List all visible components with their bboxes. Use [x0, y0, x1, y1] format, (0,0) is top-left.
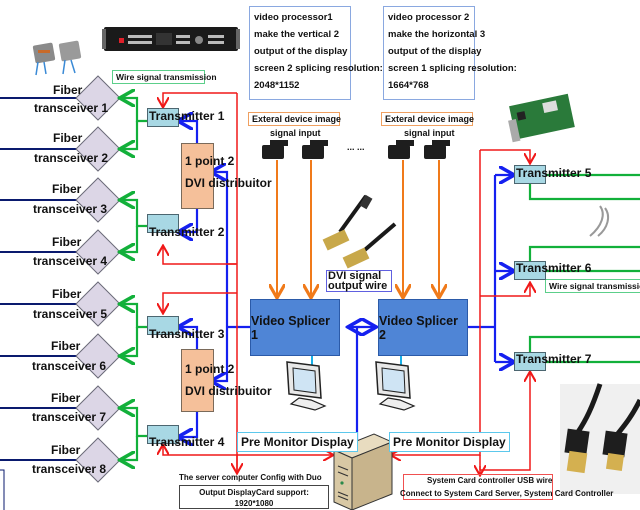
camera-orange-lines — [277, 160, 439, 296]
fiber-transceiver-4-bottom: transceiver 4 — [33, 254, 108, 268]
monitor-icon — [286, 361, 327, 411]
monitor-icons — [286, 361, 416, 411]
transmitter-6-box — [514, 261, 546, 280]
note-line: make the horizontal 3 — [388, 29, 486, 40]
note-line: output of the display — [388, 46, 482, 57]
fiber-transceiver-3-bottom: transceiver 3 — [33, 202, 108, 216]
distributor-line1: 1 point 2 — [185, 154, 235, 168]
external-input-label-line2: signal input — [404, 128, 455, 138]
fiber-transceiver-6-bottom: transceiver 6 — [32, 359, 107, 373]
dvi-distributor-2 — [181, 349, 214, 412]
fiber-transceiver-diamonds — [75, 75, 121, 483]
note-line: screen 2 splicing resolution: — [254, 63, 383, 74]
fiber-transceiver-1-bottom: transceiver 1 — [34, 101, 109, 115]
transmitter-2-label: Transmitter 2 — [149, 225, 225, 239]
video-splicer-1: Video Splicer 1 — [250, 299, 340, 356]
system-card-image — [508, 93, 575, 143]
video-processor-device-image — [102, 27, 240, 51]
monitor-icon — [375, 361, 416, 411]
fiber-transceiver-4-top: Fiber — [52, 235, 82, 249]
usb-red-lines — [163, 92, 530, 474]
note-line: video processor 2 — [388, 12, 470, 23]
partial-box — [0, 469, 5, 510]
transmitter-3-label: Transmitter 3 — [149, 327, 225, 341]
fiber-transceiver-8-top: Fiber — [51, 443, 81, 457]
transmitter-3-box — [147, 316, 179, 335]
transmitter-7-box — [514, 352, 546, 371]
fiber-transceiver-7-top: Fiber — [51, 391, 81, 405]
transmitter-5-label: Transmitter 5 — [516, 166, 592, 180]
wire-signal-label: Wire signal transmission — [112, 70, 217, 84]
transmitter-1-box — [147, 108, 179, 127]
camera-icons — [262, 140, 450, 159]
dvi-wire-label-line2: output wire — [328, 280, 388, 292]
processor-note-2: video processor 2 make the horizontal 3 … — [383, 6, 517, 100]
note-line: 2048*1152 — [254, 80, 300, 91]
dvi-distributor-2-label: 1 point 2 DVI distribuitor — [185, 358, 272, 402]
dvi-cable-image — [322, 194, 397, 269]
transmitter-4-box — [147, 425, 179, 444]
note-line: 1664*768 — [388, 80, 429, 91]
server-note-line3: 1920*1080 — [234, 499, 274, 508]
transmitter-5-box — [514, 165, 546, 184]
usb-note-box — [403, 474, 553, 500]
fiber-transceiver-3-top: Fiber — [52, 182, 82, 196]
external-input-label: Exteral device image — [381, 112, 474, 126]
transmitter-1-label: Transmitter 1 — [149, 109, 225, 123]
note-line: video processor1 — [254, 12, 333, 23]
usb-cable-image — [560, 383, 640, 494]
distributor-line2: DVI distribuitor — [185, 176, 272, 190]
server-note-box: Output DisplayCard support: 1920*1080 — [179, 485, 329, 509]
network-cable-image — [589, 205, 610, 237]
fiber-transceiver-2-bottom: transceiver 2 — [34, 151, 109, 165]
wire-signal-label: Wire signal transmission — [545, 279, 640, 293]
processor-note-1: video processor1 make the vertical 2 out… — [249, 6, 383, 100]
server-computer-icon — [332, 433, 394, 510]
distributor-line1: 1 point 2 — [185, 362, 235, 376]
fiber-transceiver-2-top: Fiber — [53, 131, 83, 145]
note-line: screen 1 splicing resolution: — [388, 63, 517, 74]
fiber-transceiver-1-top: Fiber — [53, 83, 83, 97]
dvi-wire-label-line1: DVI signal — [328, 270, 382, 282]
transmitter-6-label: Transmitter 6 — [516, 261, 592, 275]
transmitter-2-box — [147, 214, 179, 233]
green-wires-right — [528, 173, 640, 364]
server-note-line1: The server computer Config with Duo — [179, 473, 322, 482]
camera-icon — [388, 140, 414, 159]
dvi-distributor-1 — [181, 143, 214, 209]
transmitter-4-label: Transmitter 4 — [149, 435, 225, 449]
camera-icon — [262, 140, 288, 159]
ellipsis: ... ... — [347, 142, 365, 152]
camera-icon — [424, 140, 450, 159]
pre-monitor-label-2: Pre Monitor Display — [389, 432, 510, 452]
transmitter-7-label: Transmitter 7 — [516, 352, 592, 366]
fiber-transceiver-7-bottom: transceiver 7 — [32, 410, 107, 424]
note-line: output of the display — [254, 46, 348, 57]
camera-icon — [302, 140, 328, 159]
video-splicer-2: Video Splicer 2 — [378, 299, 468, 356]
dvi-distributor-1-label: 1 point 2 DVI distribuitor — [185, 150, 272, 194]
usb-note-line2: Connect to System Card Server, System Ca… — [400, 489, 614, 498]
fiber-transceiver-6-top: Fiber — [51, 339, 81, 353]
fiber-transceiver-8-bottom: transceiver 8 — [32, 462, 107, 476]
pre-monitor-label-1: Pre Monitor Display — [237, 432, 358, 452]
distributor-line2: DVI distribuitor — [185, 384, 272, 398]
dvi-wire-label: DVI signal output wire — [326, 270, 392, 292]
external-input-label-line2: signal input — [270, 128, 321, 138]
green-wires-left — [122, 98, 147, 460]
note-line: make the vertical 2 — [254, 29, 340, 40]
external-input-label: Exteral device image — [248, 112, 341, 126]
server-note-line2: Output DisplayCard support: — [199, 488, 309, 497]
usb-note-line1: System Card controller USB wire — [427, 476, 553, 485]
fiber-transceiver-5-bottom: transceiver 5 — [33, 307, 108, 321]
fiber-lines — [0, 97, 78, 461]
fiber-transceiver-5-top: Fiber — [52, 287, 82, 301]
fiber-transceiver-device-image — [32, 40, 82, 76]
